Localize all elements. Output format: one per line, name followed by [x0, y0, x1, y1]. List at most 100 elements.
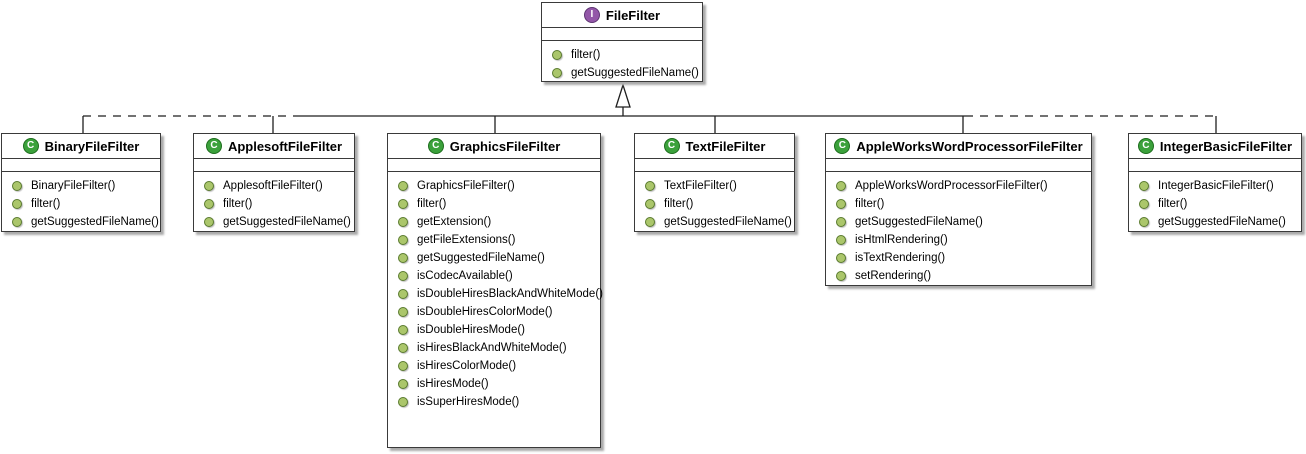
method-name: getSuggestedFileName() — [417, 252, 545, 264]
class-title: C TextFileFilter — [635, 134, 794, 159]
class-name: GraphicsFileFilter — [449, 138, 561, 154]
method-item: isDoubleHiresMode() — [398, 321, 596, 339]
class-title: C BinaryFileFilter — [2, 134, 160, 159]
method-visibility-icon — [645, 181, 655, 191]
method-name: filter() — [1158, 198, 1188, 210]
fields-compartment — [2, 159, 160, 172]
class-box-applesoftfilefilter[interactable]: C ApplesoftFileFilter ApplesoftFileFilte… — [193, 133, 355, 232]
class-name: IntegerBasicFileFilter — [1159, 138, 1293, 154]
method-name: getSuggestedFileName() — [31, 216, 159, 228]
method-visibility-icon — [398, 181, 408, 191]
method-visibility-icon — [398, 379, 408, 389]
fields-compartment — [635, 159, 794, 172]
method-visibility-icon — [398, 289, 408, 299]
method-name: filter() — [223, 198, 253, 210]
method-name: isCodecAvailable() — [417, 270, 513, 282]
method-name: isHiresBlackAndWhiteMode() — [417, 342, 567, 354]
method-name: filter() — [664, 198, 694, 210]
method-visibility-icon — [398, 271, 408, 281]
class-box-integerbasicfilefilter[interactable]: C IntegerBasicFileFilter IntegerBasicFil… — [1128, 133, 1302, 232]
fields-compartment — [388, 159, 600, 172]
method-visibility-icon — [398, 397, 408, 407]
method-visibility-icon — [836, 199, 846, 209]
class-box-binaryfilefilter[interactable]: C BinaryFileFilter BinaryFileFilter() fi… — [1, 133, 161, 232]
methods-list: ApplesoftFileFilter() filter() getSugges… — [194, 172, 354, 231]
method-item: setRendering() — [836, 267, 1087, 285]
realization-triangle-icon — [615, 82, 631, 108]
method-item: isCodecAvailable() — [398, 267, 596, 285]
class-icon: C — [205, 138, 222, 154]
method-item: IntegerBasicFileFilter() — [1139, 177, 1297, 195]
method-item: filter() — [552, 46, 698, 64]
method-visibility-icon — [398, 343, 408, 353]
class-title: C IntegerBasicFileFilter — [1129, 134, 1301, 159]
method-item: getSuggestedFileName() — [204, 213, 351, 231]
method-name: filter() — [855, 198, 885, 210]
method-visibility-icon — [836, 271, 846, 281]
method-visibility-icon — [12, 199, 22, 209]
interface-icon: I — [583, 7, 600, 23]
method-item: AppleWorksWordProcessorFileFilter() — [836, 177, 1087, 195]
fields-compartment — [1129, 159, 1301, 172]
method-item: TextFileFilter() — [645, 177, 790, 195]
method-visibility-icon — [1139, 199, 1149, 209]
method-visibility-icon — [204, 199, 214, 209]
method-item: getSuggestedFileName() — [1139, 213, 1297, 231]
methods-list: IntegerBasicFileFilter() filter() getSug… — [1129, 172, 1301, 231]
interface-box-filefilter[interactable]: I FileFilter filter() getSuggestedFileNa… — [541, 2, 703, 82]
method-name: filter() — [417, 198, 447, 210]
class-icon: C — [1137, 138, 1154, 154]
method-item: filter() — [204, 195, 350, 213]
class-box-appleworkswordprocessorfilefilter[interactable]: C AppleWorksWordProcessorFileFilter Appl… — [825, 133, 1092, 286]
method-name: isTextRendering() — [855, 252, 946, 264]
method-name: ApplesoftFileFilter() — [223, 180, 323, 192]
method-visibility-icon — [398, 307, 408, 317]
method-item: getFileExtensions() — [398, 231, 596, 249]
method-name: getSuggestedFileName() — [855, 216, 983, 228]
method-name: AppleWorksWordProcessorFileFilter() — [855, 180, 1048, 192]
class-icon: C — [834, 138, 851, 154]
method-name: getSuggestedFileName() — [571, 67, 699, 79]
class-name: AppleWorksWordProcessorFileFilter — [856, 138, 1083, 154]
method-item: isHiresBlackAndWhiteMode() — [398, 339, 596, 357]
method-visibility-icon — [836, 253, 846, 263]
class-box-textfilefilter[interactable]: C TextFileFilter TextFileFilter() filter… — [634, 133, 795, 232]
method-visibility-icon — [12, 181, 22, 191]
class-box-graphicsfilefilter[interactable]: C GraphicsFileFilter GraphicsFileFilter(… — [387, 133, 603, 448]
method-visibility-icon — [1139, 217, 1149, 227]
methods-list: filter() getSuggestedFileName() — [542, 41, 702, 82]
method-name: IntegerBasicFileFilter() — [1158, 180, 1274, 192]
method-visibility-icon — [836, 217, 846, 227]
fields-compartment — [542, 28, 702, 41]
class-icon: C — [427, 138, 444, 154]
method-name: getSuggestedFileName() — [223, 216, 351, 228]
methods-list: BinaryFileFilter() filter() getSuggested… — [2, 172, 160, 231]
method-name: isHiresMode() — [417, 378, 489, 390]
interface-name: FileFilter — [605, 7, 661, 23]
class-name: ApplesoftFileFilter — [227, 138, 343, 154]
method-item: getSuggestedFileName() — [836, 213, 1087, 231]
method-item: getExtension() — [398, 213, 596, 231]
method-name: isHiresColorMode() — [417, 360, 517, 372]
method-visibility-icon — [836, 235, 846, 245]
fields-compartment — [826, 159, 1091, 172]
method-visibility-icon — [836, 181, 846, 191]
class-icon: C — [22, 138, 39, 154]
method-visibility-icon — [1139, 181, 1149, 191]
method-item: filter() — [398, 195, 596, 213]
method-name: isHtmlRendering() — [855, 234, 948, 246]
method-visibility-icon — [552, 50, 562, 60]
method-visibility-icon — [398, 217, 408, 227]
method-item: isSuperHiresMode() — [398, 393, 596, 411]
method-visibility-icon — [204, 217, 214, 227]
fields-compartment — [194, 159, 354, 172]
method-item: filter() — [1139, 195, 1297, 213]
method-name: filter() — [571, 49, 601, 61]
method-item: isHiresMode() — [398, 375, 596, 393]
class-title: C GraphicsFileFilter — [388, 134, 600, 159]
method-item: getSuggestedFileName() — [398, 249, 596, 267]
method-name: getExtension() — [417, 216, 492, 228]
method-item: getSuggestedFileName() — [645, 213, 792, 231]
